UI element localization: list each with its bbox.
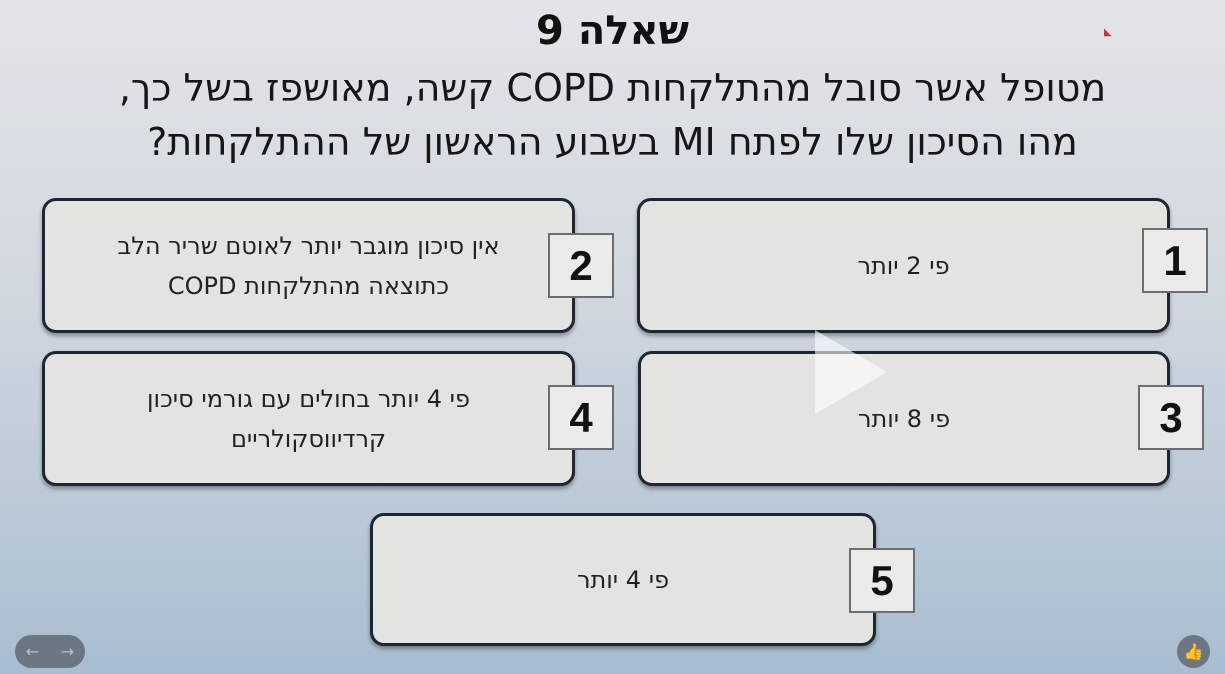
answer-number-4: 4	[548, 385, 614, 450]
answer-option-5[interactable]: פי 4 יותר	[370, 513, 876, 646]
answer-option-2[interactable]: אין סיכון מוגבר יותר לאוטם שריר הלב כתוצ…	[42, 198, 575, 333]
answer-option-3[interactable]: פי 8 יותר	[638, 351, 1170, 486]
answer-number-2: 2	[548, 233, 614, 298]
thumbs-up-icon: 👍	[1183, 642, 1204, 661]
answer-text: פי 4 יותר בחולים עם גורמי סיכון קרדיווסק…	[147, 384, 470, 453]
question-line-2: מהו הסיכון שלו לפתח MI בשבוע הראשון של ה…	[147, 120, 1078, 164]
answer-text: אין סיכון מוגבר יותר לאוטם שריר הלב כתוצ…	[117, 231, 500, 300]
answer-text: פי 2 יותר	[857, 251, 950, 280]
slide-navigation[interactable]: ← →	[15, 635, 85, 668]
like-button[interactable]: 👍	[1177, 635, 1210, 668]
answer-number-1: 1	[1142, 228, 1208, 293]
answer-option-4[interactable]: פי 4 יותר בחולים עם גורמי סיכון קרדיווסק…	[42, 351, 575, 486]
answer-text: פי 4 יותר	[576, 565, 670, 594]
prev-arrow-icon[interactable]: ←	[25, 642, 40, 661]
play-icon[interactable]	[815, 330, 887, 414]
answer-text: פי 8 יותר	[857, 404, 951, 433]
slide-title: שאלה 9	[536, 8, 689, 54]
next-arrow-icon[interactable]: →	[60, 642, 75, 661]
question-line-1: מטופל אשר סובל מהתלקחות COPD קשה, מאושפז…	[118, 66, 1107, 110]
answer-number-3: 3	[1138, 385, 1204, 450]
logo-icon: ◣	[1104, 27, 1112, 38]
answer-option-1[interactable]: פי 2 יותר	[637, 198, 1170, 333]
answer-number-5: 5	[849, 548, 915, 613]
